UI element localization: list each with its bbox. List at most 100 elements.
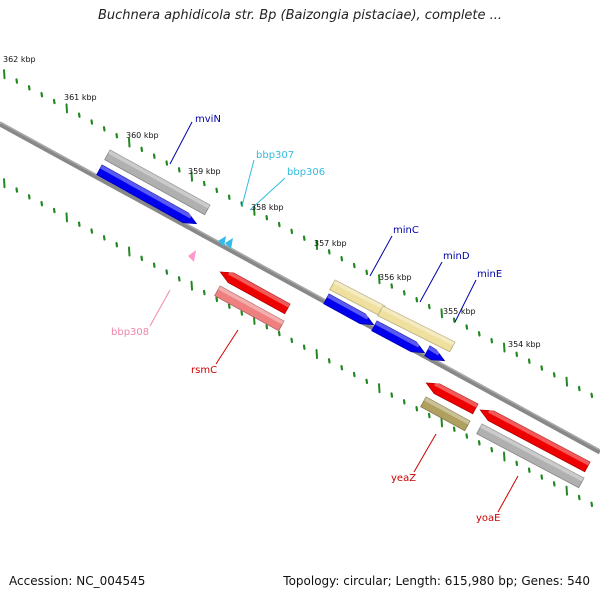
- label-leaders: [149, 121, 519, 513]
- scale-label: 361 kbp: [64, 93, 97, 102]
- gene-features: [96, 149, 591, 489]
- lower-tick-mark: [140, 255, 144, 262]
- gene-yeaZ-body: [425, 382, 479, 415]
- gene-yoaE-lower: [476, 423, 585, 489]
- upper-tick-mark: [565, 376, 568, 387]
- genome-backbone: [0, 121, 600, 455]
- lower-tick-mark: [365, 378, 369, 385]
- upper-tick-mark: [590, 392, 594, 399]
- gene-minD-body: [371, 320, 426, 354]
- gene-minC-upper-highlight: [333, 280, 385, 310]
- upper-tick-mark: [477, 331, 481, 337]
- upper-tick-mark: [90, 119, 94, 125]
- upper-tick-mark: [365, 269, 369, 276]
- gene-minC-body: [323, 293, 375, 326]
- upper-tick-mark: [102, 126, 106, 132]
- lower-tick-mark: [177, 276, 181, 282]
- scale-label: 357 kbp: [314, 239, 347, 248]
- lower-tick-mark: [215, 296, 219, 303]
- gene-label-yeaZ: yeaZ: [391, 473, 416, 484]
- upper-tick-mark: [302, 235, 306, 241]
- gene-mviN-upper-highlight: [108, 150, 210, 209]
- gene-minD-upper: [377, 305, 456, 353]
- gene-yoaE-lower-body: [476, 423, 585, 489]
- lower-tick-mark: [77, 221, 81, 227]
- lower-tick-mark: [128, 246, 131, 257]
- scale-label: 358 kbp: [251, 203, 284, 212]
- upper-tick-mark: [77, 112, 81, 118]
- lower-tick-mark: [52, 207, 56, 214]
- upper-tick-mark: [277, 221, 281, 228]
- lower-tick-mark: [190, 280, 193, 291]
- lower-tick-mark: [240, 310, 244, 316]
- upper-tick-mark: [152, 153, 156, 159]
- leader-minD: [419, 261, 443, 303]
- upper-tick-mark: [290, 228, 294, 235]
- upper-tick-mark: [340, 255, 344, 262]
- upper-tick-mark: [352, 262, 356, 269]
- lower-tick-mark: [415, 405, 419, 412]
- accession-text: Accession: NC_004545: [9, 574, 146, 588]
- lower-tick-mark: [315, 349, 318, 360]
- gene-label-yoaE: yoaE: [476, 513, 500, 524]
- lower-tick-mark: [15, 187, 19, 193]
- tick-rows: [3, 69, 594, 508]
- gene-mviN-upper-body: [104, 149, 211, 216]
- gene-minC: [323, 293, 375, 326]
- lower-tick-mark: [3, 178, 6, 189]
- gene-rsmC-lower: [214, 285, 285, 332]
- upper-tick-mark: [577, 385, 581, 392]
- leader-minC: [369, 235, 393, 277]
- gene-minE-highlight: [428, 346, 440, 356]
- upper-tick-mark: [165, 160, 169, 166]
- gene-rsmC: [219, 271, 291, 315]
- lower-tick-mark: [202, 289, 206, 296]
- gene-label-minD: minD: [443, 251, 470, 262]
- lower-tick-mark: [277, 330, 281, 337]
- genome-summary-text: Topology: circular; Length: 615,980 bp; …: [283, 574, 590, 588]
- gene-yeaZ-lower: [420, 396, 471, 432]
- gene-yeaZ-lower-highlight: [424, 397, 470, 425]
- gene-rsmC-highlight: [228, 271, 290, 308]
- lower-tick-mark: [552, 481, 556, 487]
- lower-tick-mark: [503, 451, 506, 462]
- leader-rsmC: [215, 329, 239, 365]
- lower-tick-mark: [390, 392, 394, 398]
- upper-tick-mark: [527, 358, 531, 364]
- gene-rsmC-lower-highlight: [218, 286, 284, 325]
- scale-label: 359 kbp: [188, 167, 221, 176]
- lower-tick-mark: [402, 399, 406, 405]
- gene-minC-highlight: [327, 294, 369, 320]
- lower-tick-mark: [152, 262, 156, 268]
- gene-mviN-body: [96, 164, 198, 225]
- gene-yeaZ: [425, 382, 479, 415]
- lower-tick-mark: [340, 364, 344, 371]
- upper-tick-mark: [465, 324, 469, 330]
- upper-tick-mark: [115, 132, 119, 139]
- upper-tick-mark: [540, 365, 544, 371]
- gene-minD-upper-body: [377, 305, 456, 353]
- upper-tick-mark: [327, 249, 331, 255]
- upper-tick-mark: [315, 240, 318, 251]
- scale-label: 362 kbp: [3, 55, 36, 64]
- lower-tick-mark: [515, 460, 519, 467]
- upper-tick-mark: [227, 194, 231, 200]
- scale-label: 354 kbp: [508, 340, 541, 349]
- gene-yeaZ-lower-body: [420, 396, 471, 432]
- gene-bbp306: [225, 238, 233, 249]
- upper-tick-mark: [503, 342, 506, 353]
- lower-tick-mark: [165, 269, 169, 275]
- gene-minE: [424, 345, 446, 362]
- gene-label-bbp306: bbp306: [287, 167, 325, 178]
- gene-mviN: [96, 164, 198, 225]
- gene-label-mviN: mviN: [195, 114, 221, 125]
- upper-tick-mark: [15, 78, 19, 84]
- lower-tick-mark: [465, 433, 469, 439]
- upper-tick-mark: [402, 290, 406, 296]
- gene-label-rsmC: rsmC: [191, 365, 217, 376]
- gene-yoaE-lower-highlight: [480, 424, 584, 482]
- lower-tick-mark: [102, 235, 106, 241]
- upper-tick-mark: [65, 103, 68, 114]
- gene-yoaE-body: [479, 409, 591, 473]
- leader-bbp306: [249, 177, 286, 211]
